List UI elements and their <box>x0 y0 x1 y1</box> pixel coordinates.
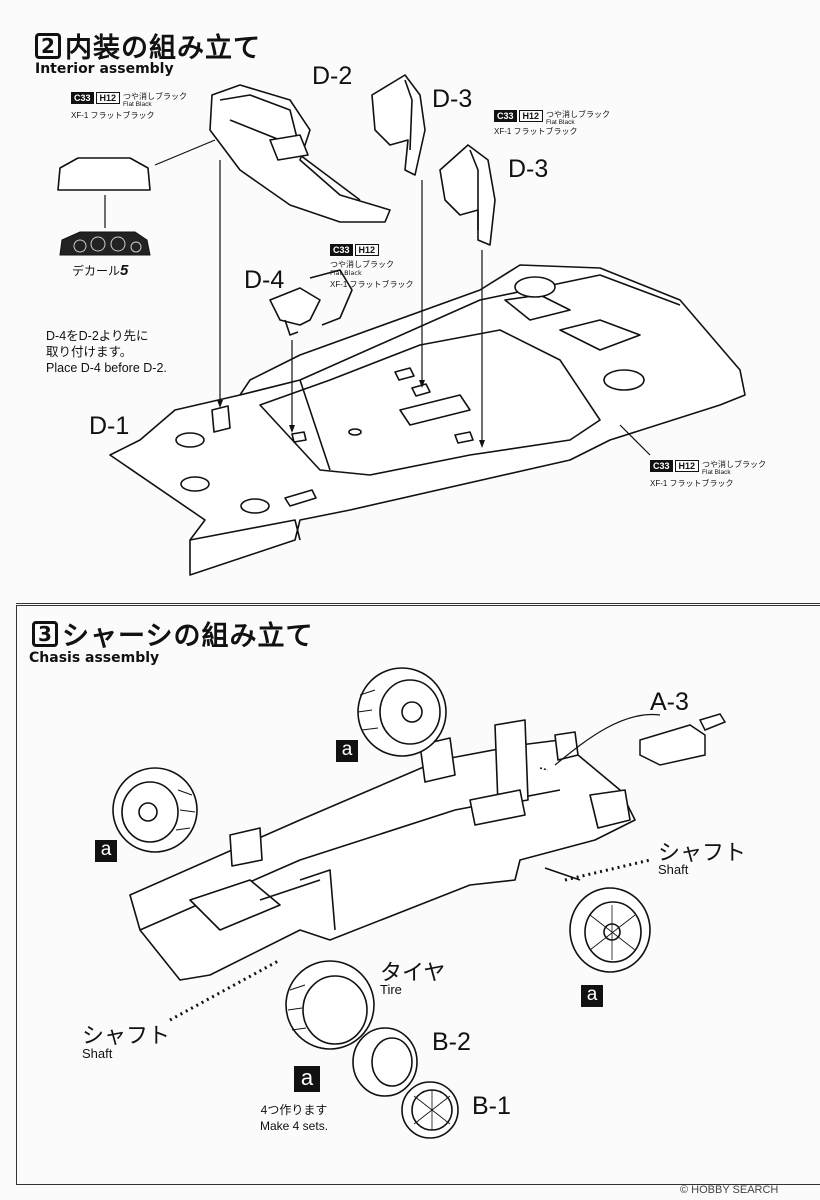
d1-floor-part <box>109 264 746 576</box>
wheel-right <box>569 887 651 973</box>
paint-name-en-3: Flat Black <box>330 269 362 277</box>
part-label-a3: A-3 <box>650 688 689 716</box>
section-2-title-jp: 内装の組み立て <box>65 33 261 64</box>
make-sets-note: 4つ作ります Make 4 sets. <box>260 1102 328 1134</box>
paint-xf-3: XF-1 フラットブラック <box>330 280 414 289</box>
marker-a-bottom: a <box>294 1066 320 1092</box>
section-2-number: 2 <box>35 32 61 59</box>
paint-code: C33 <box>71 92 94 104</box>
paint-name-jp: つや消しブラック <box>702 460 767 469</box>
wheel-left <box>112 767 198 853</box>
tire-label-jp: タイヤ <box>380 961 446 986</box>
shaft-label-right-jp: シャフト <box>658 841 747 866</box>
part-label-d3-a: D-3 <box>432 85 473 113</box>
paint-name-en: Flat Black <box>702 469 731 476</box>
section-3-number: 3 <box>32 620 58 647</box>
d4-steering-part <box>269 269 353 336</box>
paint-name-jp: つや消しブラック <box>123 92 188 101</box>
paint-name-en: Flat Black <box>546 119 575 126</box>
a3-part <box>639 713 727 766</box>
note-en: Place D-4 before D-2. <box>46 361 167 375</box>
paint-callout-3: C33 H12 <box>330 244 382 256</box>
part-label-d4: D-4 <box>244 266 285 294</box>
paint-callout-1: C33 H12 つや消しブラック Flat Black <box>71 92 187 108</box>
chassis-section-frame <box>16 605 820 1185</box>
note-jp-line1: D-4をD-2より先に <box>46 329 149 343</box>
paint-name-jp-3: つや消しブラック <box>330 260 394 269</box>
meter-bezel-part <box>57 157 151 191</box>
paint-xf-4: XF-1 フラットブラック <box>650 479 734 488</box>
sets-en: Make 4 sets. <box>260 1119 329 1133</box>
wheel-illustrations <box>112 667 651 1139</box>
section-3-title-jp: シャーシの組み立て <box>62 621 314 652</box>
paint-code-h: H12 <box>354 244 380 256</box>
decal-number: 5 <box>120 262 129 279</box>
tire-assembly <box>285 960 375 1050</box>
watermark: © HOBBY SEARCH <box>680 1184 779 1196</box>
interior-section-frame <box>16 18 820 604</box>
chassis-main-part <box>129 719 636 981</box>
tire-label-en: Tire <box>380 982 402 997</box>
b2-rim-part <box>352 1027 418 1097</box>
sets-jp: 4つ作ります <box>260 1103 328 1117</box>
paint-name-jp: つや消しブラック <box>546 110 611 119</box>
paint-callout-2: C33 H12 つや消しブラック Flat Black <box>494 110 610 126</box>
paint-callout-4: C33 H12 つや消しブラック Flat Black <box>650 460 766 476</box>
b1-wheel-part <box>401 1081 459 1139</box>
d3-seat-part-a <box>371 74 426 176</box>
paint-xf-2: XF-1 フラットブラック <box>494 127 578 136</box>
part-label-b1: B-1 <box>472 1092 511 1120</box>
part-label-d1: D-1 <box>89 412 130 440</box>
marker-a-top: a <box>336 740 358 762</box>
paint-code: C33 <box>494 110 517 122</box>
paint-code-h: H12 <box>518 110 544 122</box>
part-label-b2: B-2 <box>432 1028 471 1056</box>
section-2-title-en: Interior assembly <box>35 61 174 77</box>
d3-seat-part-b <box>439 144 496 246</box>
marker-a-left: a <box>95 840 117 862</box>
paint-code-h: H12 <box>95 92 121 104</box>
assembly-note: D-4をD-2より先に 取り付けます。 Place D-4 before D-2… <box>46 328 167 376</box>
shaft-label-left-en: Shaft <box>82 1046 113 1061</box>
shaft-label-left-jp: シャフト <box>82 1024 171 1049</box>
part-label-d2: D-2 <box>312 62 353 90</box>
section-3-title-en: Chasis assembly <box>29 650 160 666</box>
decal-label: デカール5 <box>72 262 128 279</box>
marker-a-right: a <box>581 985 603 1007</box>
paint-code: C33 <box>650 460 673 472</box>
decal-gauge-panel <box>59 231 151 256</box>
paint-name-en: Flat Black <box>123 101 152 108</box>
paint-code-h: H12 <box>674 460 700 472</box>
section-3-header: 3 シャーシの組み立て <box>32 614 313 653</box>
shaft-label-right-en: Shaft <box>658 862 689 877</box>
note-jp-line2: 取り付けます。 <box>46 345 133 359</box>
section-2-header: 2 内装の組み立て <box>35 26 261 65</box>
paint-xf-1: XF-1 フラットブラック <box>71 111 155 120</box>
paint-code: C33 <box>330 244 353 256</box>
part-label-d3-b: D-3 <box>508 155 549 183</box>
d2-dashboard-part <box>209 84 391 223</box>
wheel-top <box>357 667 447 757</box>
decal-label-text: デカール <box>72 264 121 278</box>
